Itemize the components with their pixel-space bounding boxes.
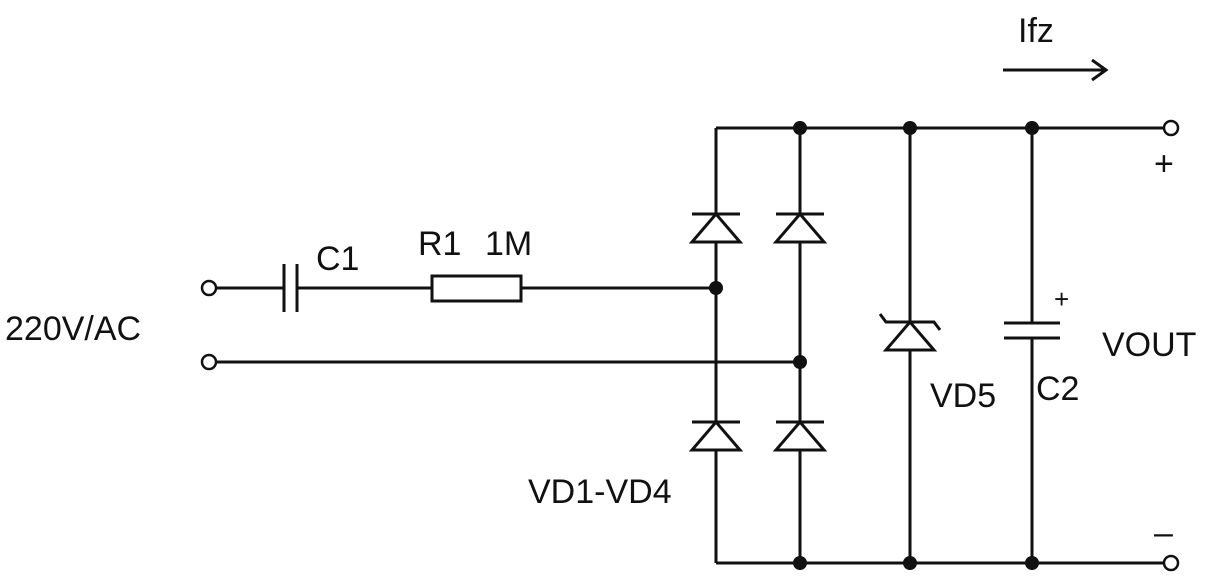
output-label: VOUT (1102, 326, 1196, 364)
current-label: Ifz (1018, 12, 1054, 50)
diode-vd-bottom-right (772, 419, 828, 452)
output-terminal-positive (1162, 119, 1180, 137)
diode-vd-top-right (772, 211, 828, 244)
output-terminal-negative (1162, 554, 1180, 572)
input-terminal-1 (200, 279, 218, 297)
input-voltage-label: 220V/AC (5, 310, 141, 348)
junction-dot (793, 556, 807, 570)
junction-dot (1025, 556, 1039, 570)
junction-dot (1025, 121, 1039, 135)
current-arrow-icon (1003, 58, 1109, 82)
terminals (200, 119, 1180, 572)
plus-sign-label: + (1154, 145, 1174, 183)
c1-label: C1 (316, 240, 359, 278)
minus-sign-label: – (1154, 514, 1173, 552)
junction-dot (903, 121, 917, 135)
diode-vd-top-left (688, 211, 744, 244)
c2-label: C2 (1036, 370, 1079, 408)
r1-label: R1 (418, 225, 461, 263)
r1-resistor (430, 274, 523, 303)
r1-value-label: 1M (485, 225, 532, 263)
junction-dots (709, 121, 1039, 570)
c2-capacitor (1004, 321, 1060, 340)
input-terminal-2 (200, 353, 218, 371)
junction-dot (793, 121, 807, 135)
zener-label: VD5 (930, 377, 996, 415)
wires (216, 126, 1164, 565)
c2-polarity-label: + (1054, 284, 1069, 314)
junction-dot (903, 556, 917, 570)
junction-dot (793, 355, 807, 369)
junction-dot (709, 281, 723, 295)
c1-capacitor (282, 264, 299, 312)
diode-vd-bottom-left (688, 419, 744, 452)
bridge-label: VD1-VD4 (528, 473, 672, 511)
zener-diode-vd5 (878, 313, 942, 352)
